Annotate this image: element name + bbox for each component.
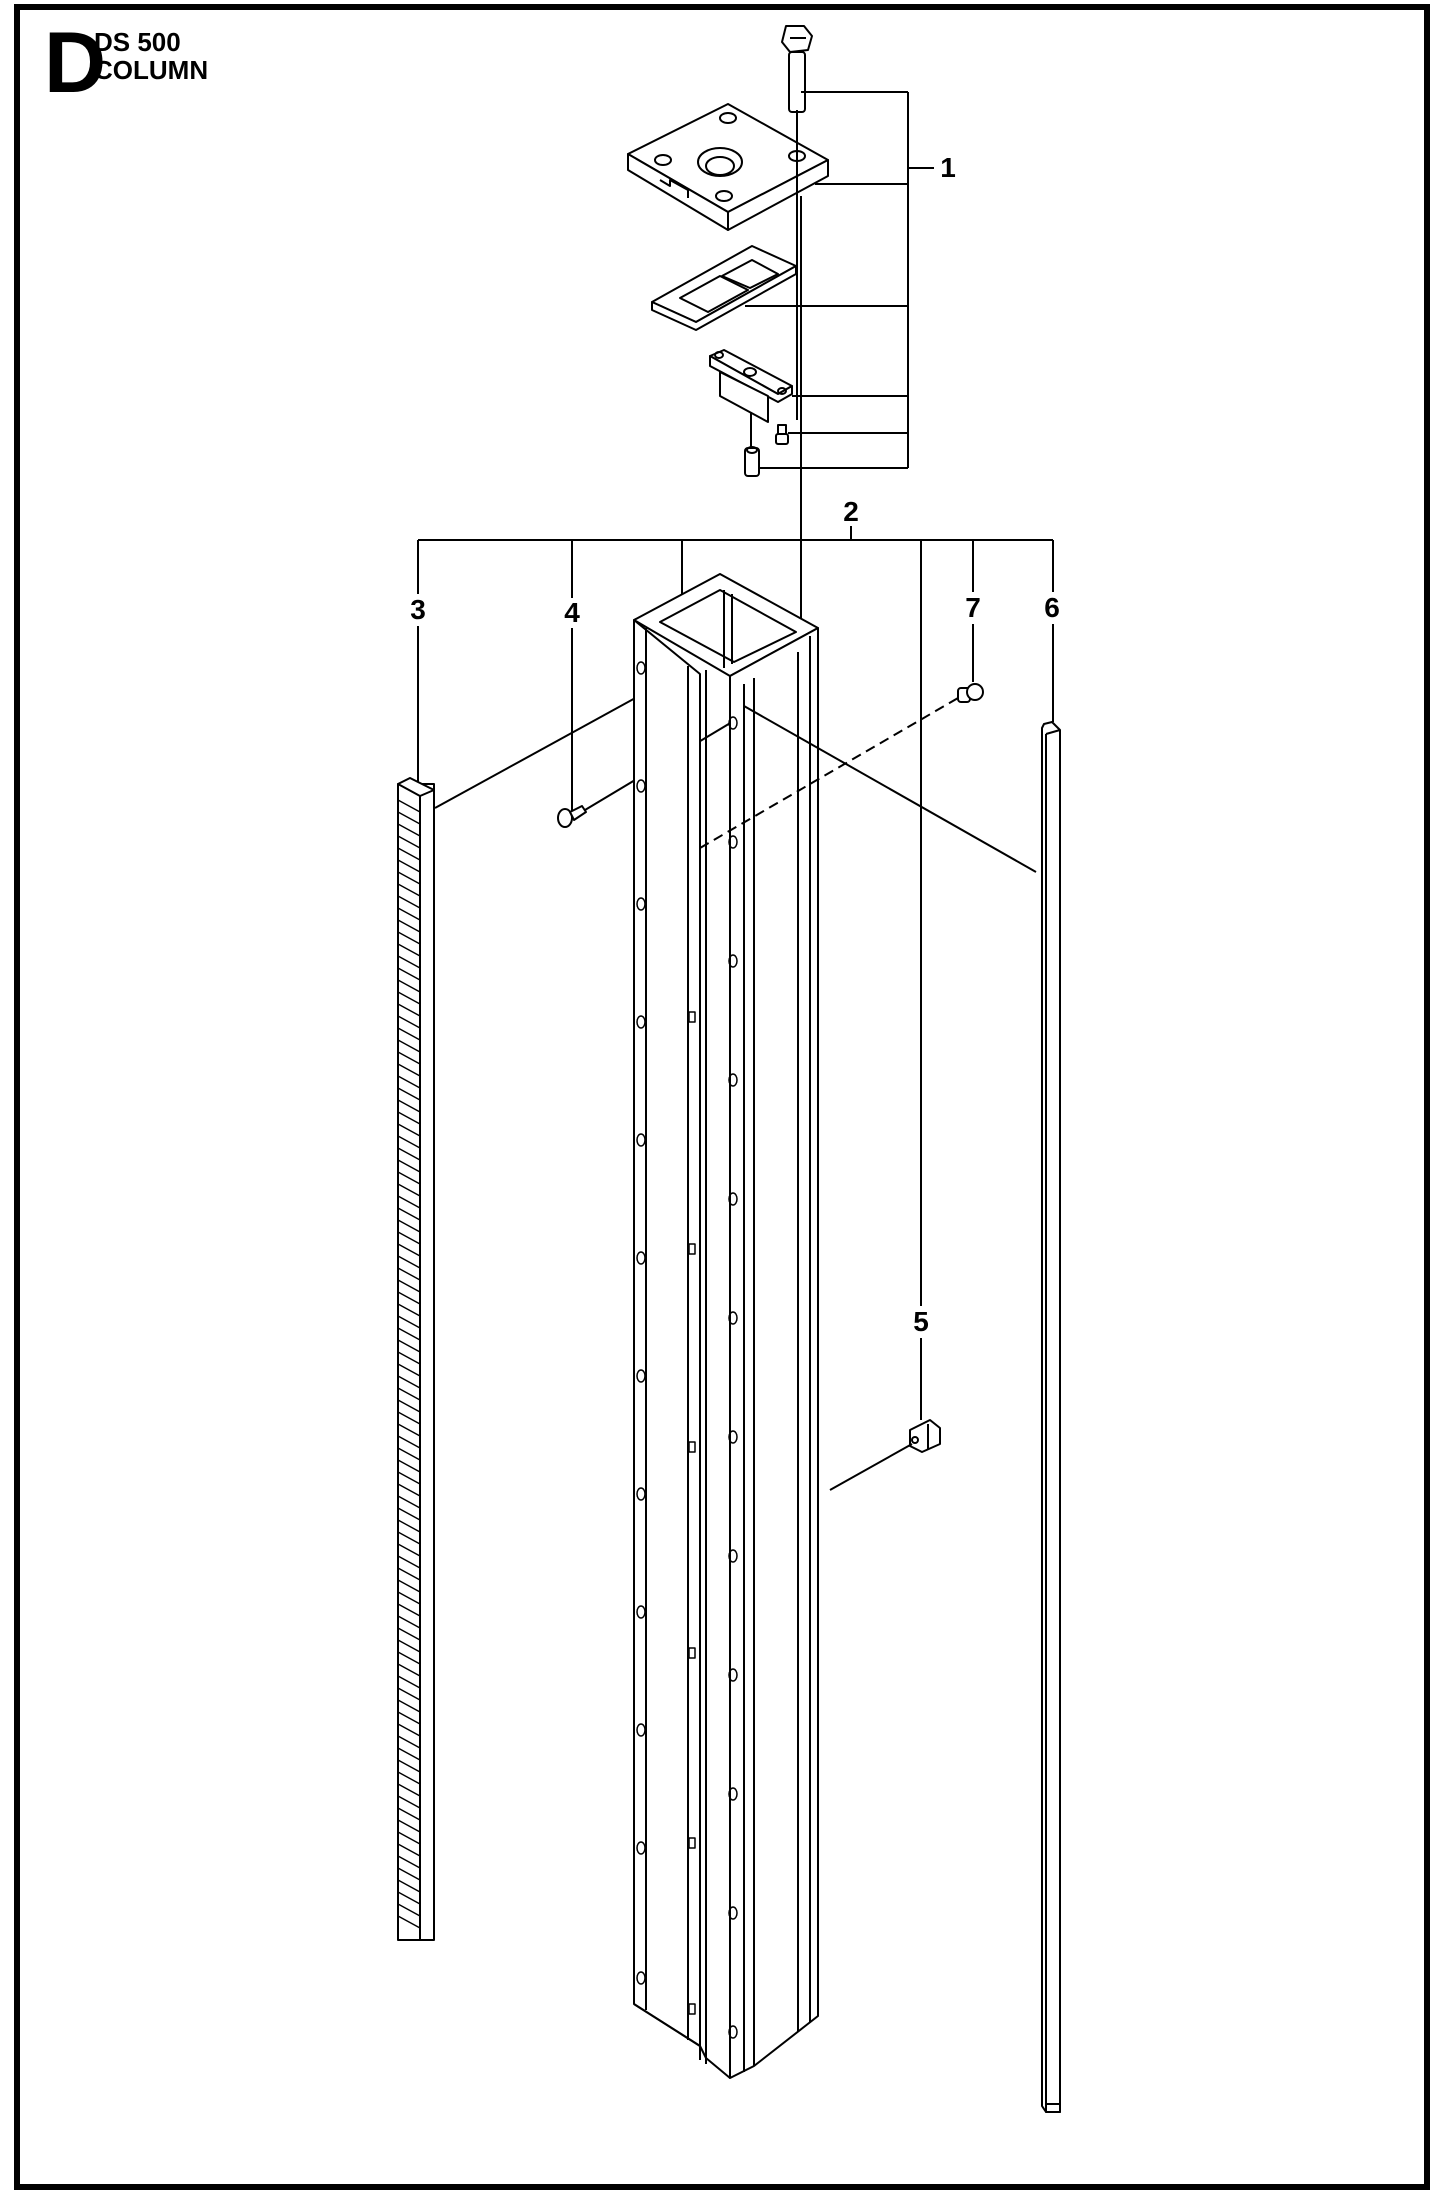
callout-6: 6 — [1044, 592, 1060, 623]
callout-2: 2 — [843, 496, 859, 527]
guide-pin[interactable] — [744, 446, 760, 477]
leader-line — [829, 1443, 913, 1491]
top-plate[interactable] — [627, 103, 829, 231]
assembly-name: COLUMN — [94, 55, 209, 85]
strip-screw[interactable] — [957, 683, 984, 703]
top-bolt[interactable] — [781, 25, 813, 113]
callout-5: 5 — [913, 1306, 929, 1337]
section-letter: D — [44, 15, 107, 111]
callout-3: 3 — [410, 594, 426, 625]
page-title: DS 500 COLUMN — [94, 28, 208, 84]
callout-4: 4 — [564, 597, 580, 628]
model-name: DS 500 — [94, 27, 181, 57]
small-screw[interactable] — [775, 424, 789, 445]
slide-plate[interactable] — [651, 245, 797, 331]
cover-strip[interactable] — [1041, 721, 1061, 2113]
clamp-bracket[interactable] — [709, 349, 793, 423]
gear-rack-teeth — [397, 799, 421, 1929]
slot-nut[interactable] — [909, 1419, 941, 1453]
callout-1: 1 — [940, 152, 956, 183]
column-bolt-holes — [636, 661, 738, 2039]
gear-rack[interactable] — [397, 777, 435, 1941]
leader-line — [743, 705, 1037, 873]
callout-7: 7 — [965, 592, 981, 623]
column-profile[interactable] — [633, 573, 819, 2079]
leader-line-dashed — [699, 697, 959, 849]
rack-screw[interactable] — [557, 805, 587, 828]
